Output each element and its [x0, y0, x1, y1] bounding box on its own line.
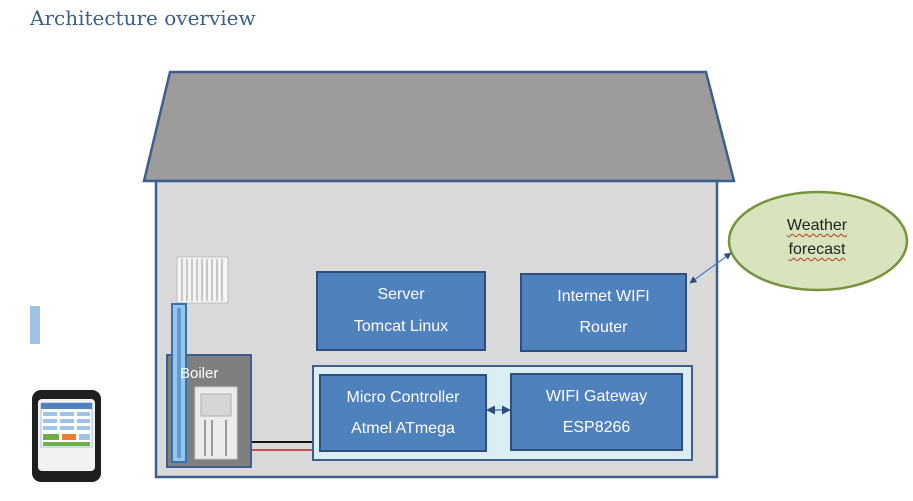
router-weather-connector	[689, 252, 732, 284]
radiator-icon	[176, 256, 229, 304]
weather-forecast-cloud	[727, 190, 909, 292]
microcontroller-node-subtitle: Atmel ATmega	[351, 419, 455, 437]
microcontroller-node: Micro Controller Atmel ATmega	[319, 374, 487, 452]
page-title: Architecture overview	[30, 6, 256, 30]
weather-forecast-label: Weather forecast	[742, 214, 892, 262]
router-node-subtitle: Router	[579, 319, 628, 337]
wifi-gateway-node: WIFI Gateway ESP8266	[510, 373, 683, 451]
thermometer-bar-icon	[30, 306, 40, 344]
boiler-appliance-icon	[194, 386, 238, 460]
router-node: Internet WIFI Router	[520, 273, 687, 352]
wifi-gateway-node-subtitle: ESP8266	[562, 418, 631, 436]
wifi-gateway-node-title: WIFI Gateway	[545, 387, 648, 405]
house-roof	[142, 70, 736, 183]
server-node-title: Server	[377, 286, 425, 303]
server-node: Server Tomcat Linux	[316, 271, 486, 351]
weather-forecast-line1: Weather	[786, 217, 848, 234]
weather-forecast-line2: forecast	[788, 241, 846, 258]
tablet-icon	[32, 390, 101, 482]
microcontroller-node-title: Micro Controller	[346, 388, 460, 406]
router-node-title: Internet WIFI	[557, 287, 650, 305]
boiler-label: Boiler	[180, 365, 219, 382]
server-node-subtitle: Tomcat Linux	[353, 318, 449, 335]
heating-pipe-core	[177, 308, 181, 458]
